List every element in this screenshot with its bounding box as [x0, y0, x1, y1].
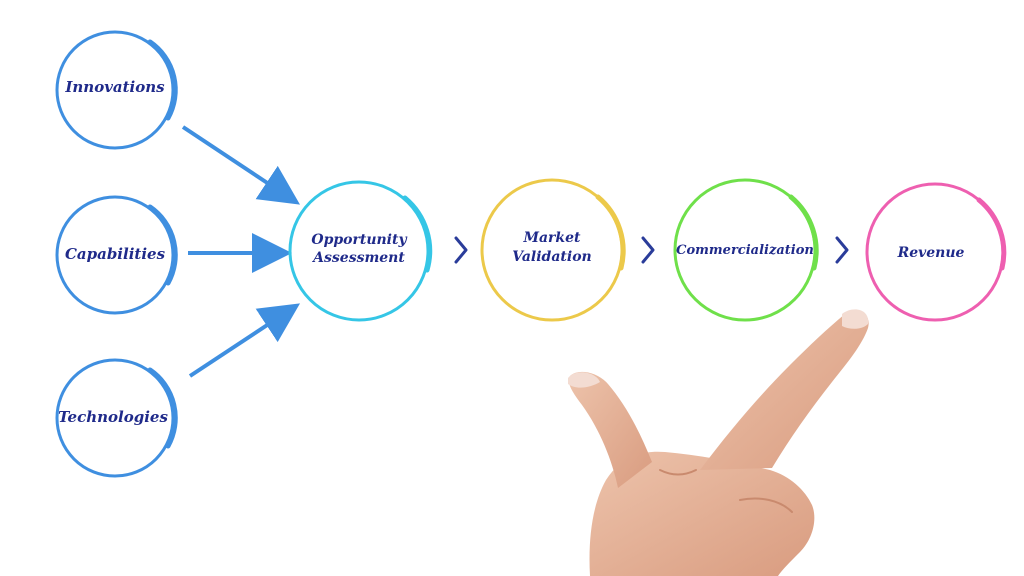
stage-market-validation: Market Validation: [480, 178, 626, 322]
chevron-right-icon: [835, 236, 849, 264]
stage-commercialization: Commercialization: [673, 178, 819, 322]
hand-thumb: [568, 371, 652, 488]
stage-market-label-line2: Validation: [512, 249, 591, 265]
stage-market-label-line1: Market: [522, 230, 581, 246]
node-innovations: Innovations: [55, 30, 178, 150]
stage-commercialization-label: Commercialization: [676, 243, 814, 258]
hand-thumb-nail: [568, 372, 600, 388]
hand-index-nail: [842, 309, 869, 329]
stage-opportunity-assessment: Opportunity Assessment: [288, 180, 433, 322]
arrow-icon: [188, 303, 301, 378]
stage-revenue: Revenue: [865, 182, 1007, 322]
hand-pointing-icon: [568, 309, 869, 576]
hand-thumb-crease: [659, 469, 697, 476]
stage-market-swoosh: [595, 194, 626, 271]
arrow-icon: [181, 125, 300, 205]
stage-opportunity-label-line2: Assessment: [311, 250, 405, 266]
node-technologies-swoosh: [147, 367, 178, 449]
hand-index-finger: [700, 310, 869, 470]
hand-palm: [589, 451, 815, 576]
stage-opportunity-label-line1: Opportunity: [311, 232, 407, 248]
hand-knuckle-crease: [739, 497, 793, 513]
node-technologies: Technologies: [55, 358, 178, 478]
stage-opportunity-swoosh: [402, 195, 433, 273]
chevron-right-icon: [641, 236, 655, 264]
stage-revenue-swoosh: [976, 197, 1007, 271]
chevron-right-icon: [454, 236, 468, 264]
stage-commercialization-swoosh: [788, 194, 819, 271]
node-technologies-label: Technologies: [58, 408, 168, 426]
stage-revenue-label: Revenue: [897, 245, 965, 261]
node-capabilities: Capabilities: [55, 195, 178, 315]
node-innovations-label: Innovations: [64, 78, 165, 96]
node-capabilities-label: Capabilities: [65, 245, 166, 263]
node-innovations-swoosh: [147, 39, 178, 121]
node-capabilities-swoosh: [147, 204, 178, 286]
